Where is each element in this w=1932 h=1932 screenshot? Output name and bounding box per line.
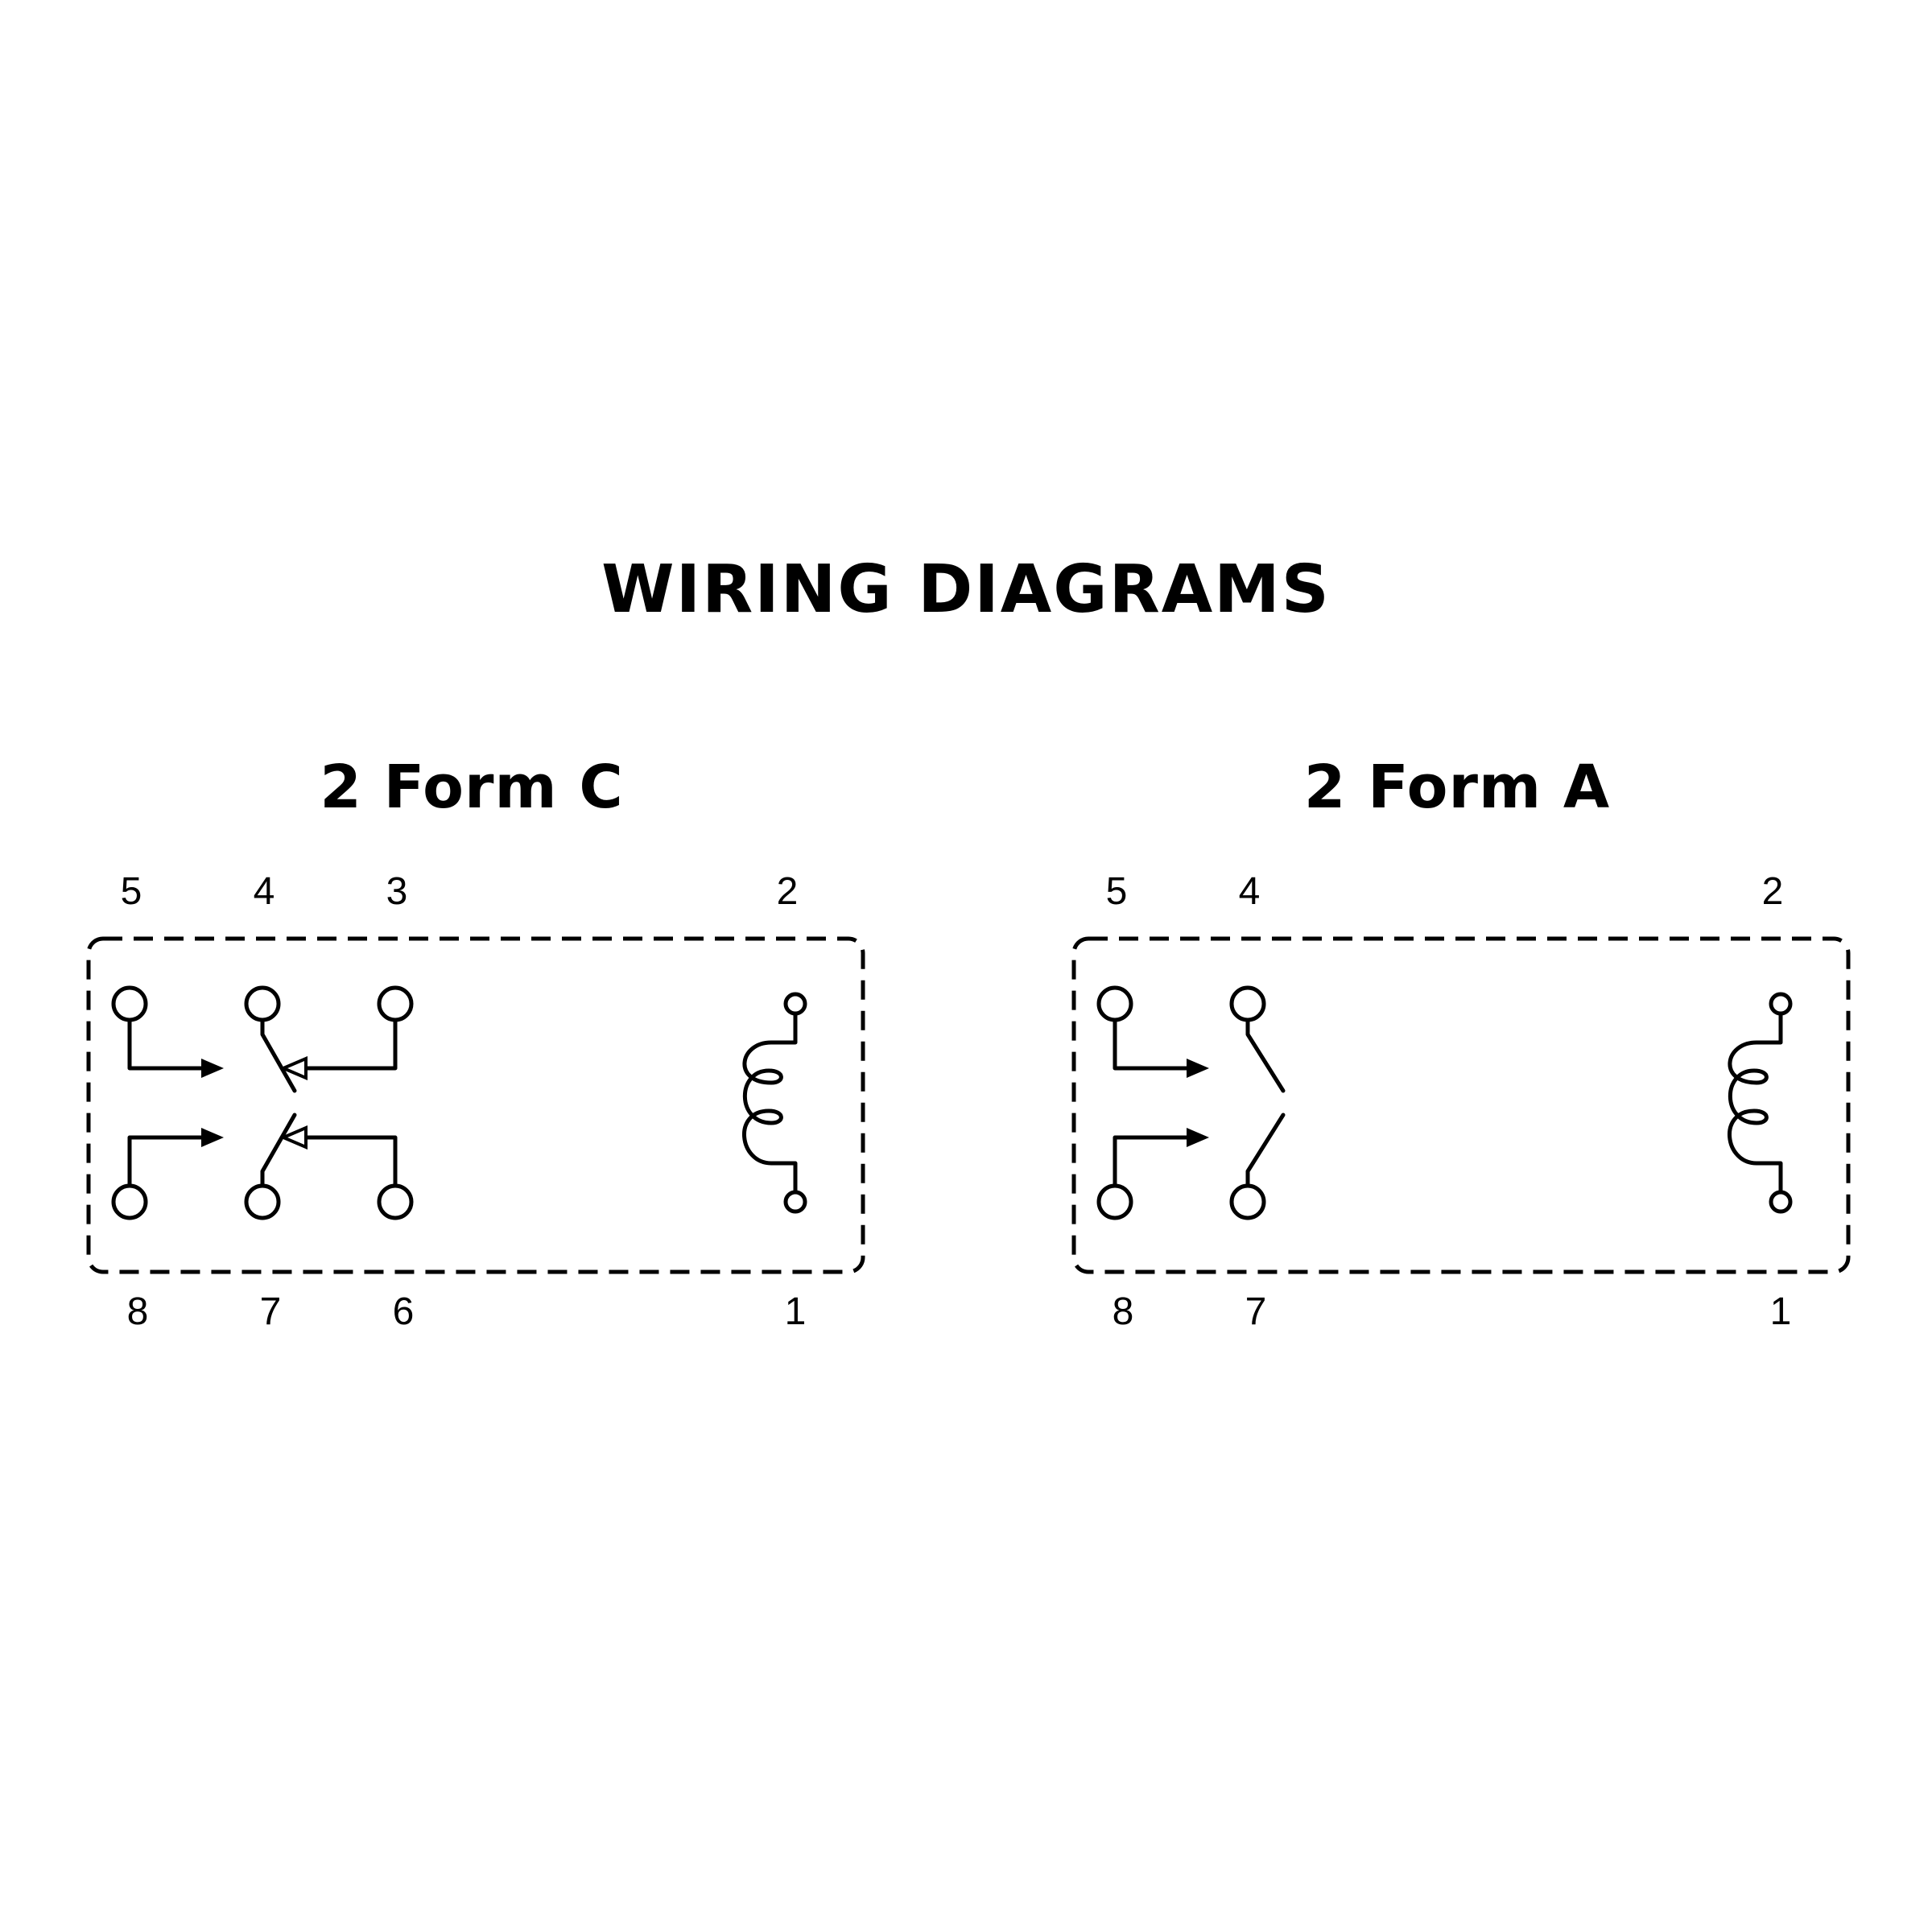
form-c-pin-3: 3 <box>386 870 408 913</box>
form-c-pin-1: 1 <box>784 1290 807 1333</box>
form-c-terminal-6 <box>377 1183 414 1220</box>
form-a-coil <box>1728 992 1793 1214</box>
form-c-contact-3 <box>279 1018 398 1081</box>
form-a-relay-outline <box>1071 936 1851 1274</box>
form-c-pin-6: 6 <box>392 1290 415 1333</box>
form-c-terminal-1 <box>783 1190 807 1214</box>
form-c-title: 2 Form C <box>320 753 624 822</box>
form-a-pin-4: 4 <box>1238 870 1261 913</box>
form-a-pin-7: 7 <box>1245 1290 1267 1333</box>
form-c-pin-7: 7 <box>259 1290 282 1333</box>
form-c-relay-outline <box>86 936 865 1274</box>
form-c-terminal-7 <box>244 1183 281 1220</box>
form-a-terminal-5 <box>1096 985 1133 1022</box>
form-a-terminal-8 <box>1096 1183 1133 1220</box>
form-c-pin-5: 5 <box>120 870 142 913</box>
form-a-pin-1: 1 <box>1769 1290 1792 1333</box>
form-c-terminal-5 <box>111 985 148 1022</box>
form-c-contact-5 <box>127 1018 224 1078</box>
form-a-terminal-7 <box>1229 1183 1266 1220</box>
form-c-schematic <box>86 936 865 1274</box>
form-c-coil <box>742 992 807 1214</box>
form-a-pin-5: 5 <box>1105 870 1128 913</box>
form-a-terminal-2 <box>1769 992 1793 1016</box>
page-title: WIRING DIAGRAMS <box>601 551 1331 628</box>
form-c-terminal-8 <box>111 1183 148 1220</box>
form-a-armature-4 <box>1245 1018 1286 1093</box>
form-c-armature-4 <box>260 1018 297 1093</box>
form-c-contact-8 <box>127 1128 224 1188</box>
form-c-terminal-2 <box>783 992 807 1016</box>
form-c-pin-8: 8 <box>126 1290 149 1333</box>
form-c-terminal-4 <box>244 985 281 1022</box>
form-c-contact-6 <box>279 1125 398 1188</box>
form-a-schematic <box>1071 936 1851 1274</box>
form-a-pin-2: 2 <box>1761 870 1784 913</box>
form-a-pin-8: 8 <box>1112 1290 1134 1333</box>
form-a-terminal-1 <box>1769 1190 1793 1214</box>
form-a-contact-5 <box>1113 1018 1209 1078</box>
form-a-armature-7 <box>1245 1113 1286 1188</box>
form-c-terminal-3 <box>377 985 414 1022</box>
form-c-pin-2: 2 <box>776 870 799 913</box>
form-a-contact-8 <box>1113 1128 1209 1188</box>
form-a-title: 2 Form A <box>1303 753 1611 822</box>
form-c-armature-7 <box>260 1113 297 1188</box>
form-c-pin-4: 4 <box>253 870 275 913</box>
form-a-terminal-4 <box>1229 985 1266 1022</box>
